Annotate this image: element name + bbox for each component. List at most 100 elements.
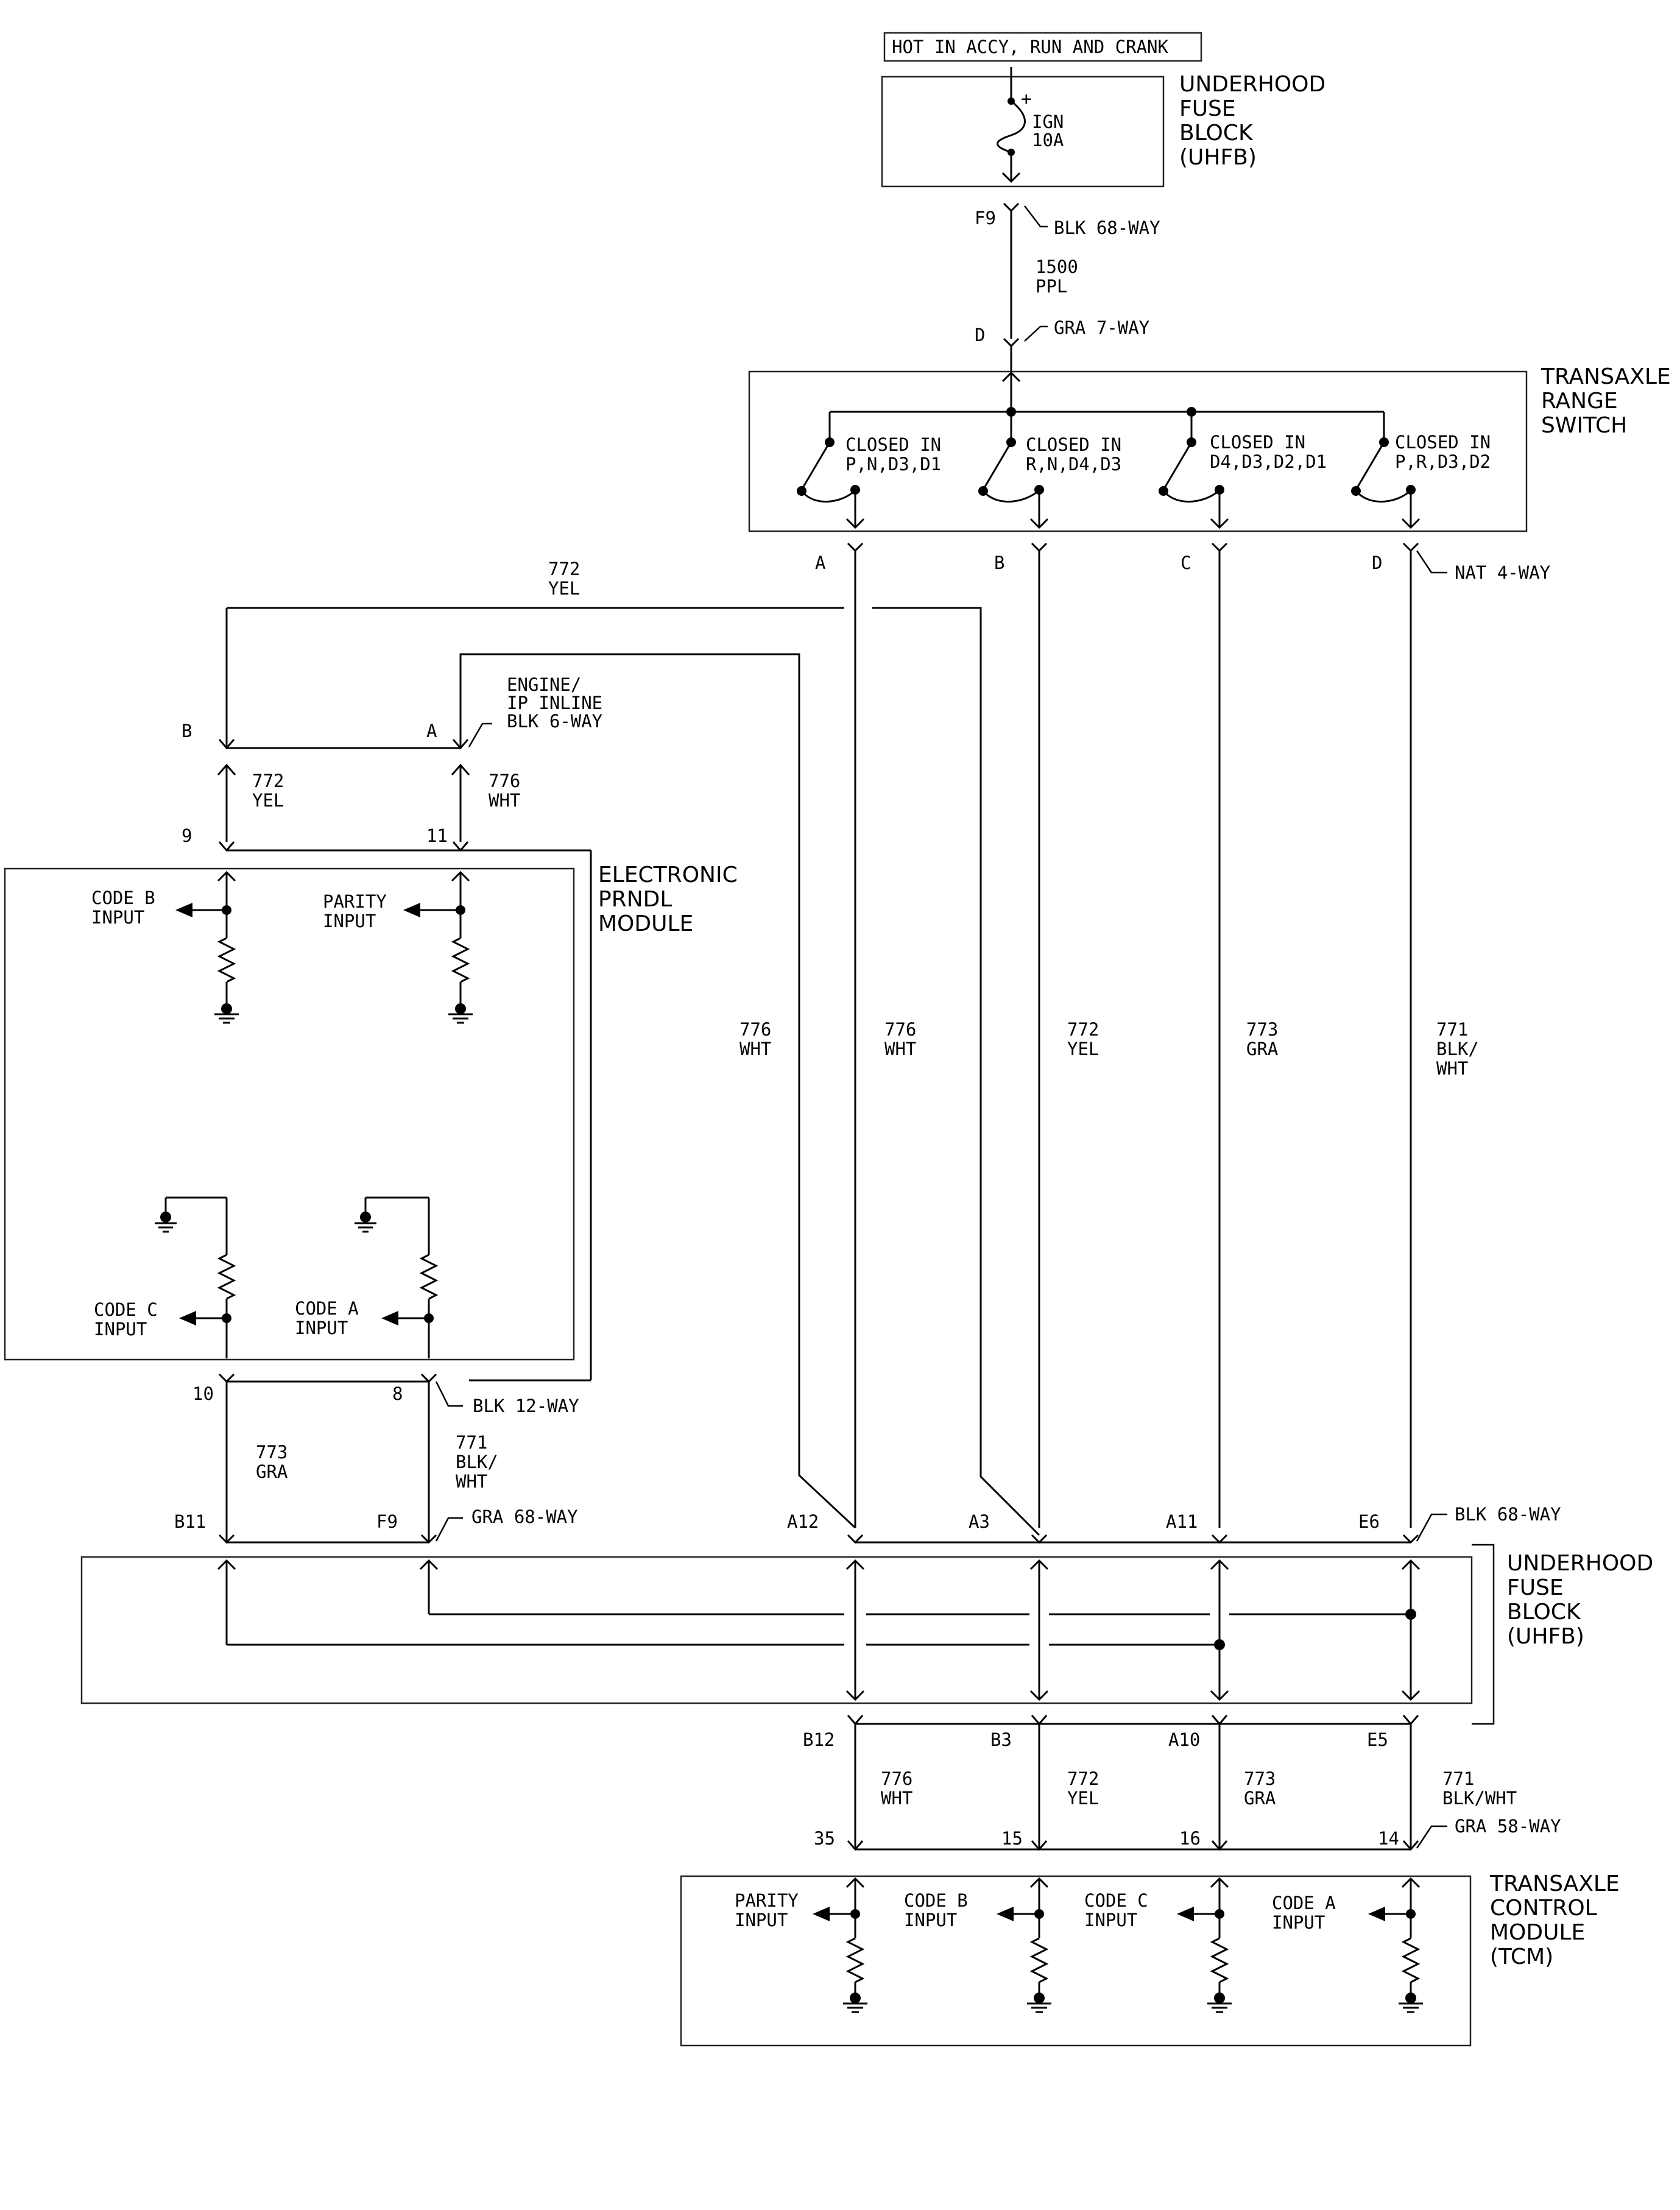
svg-text:INPUT: INPUT: [94, 1319, 147, 1340]
uhfb-out-pin-a10: A10: [1168, 1729, 1200, 1750]
trs-name: TRANSAXLE: [1541, 364, 1671, 389]
wire-771-low-label: 771: [456, 1432, 487, 1453]
svg-text:CONTROL: CONTROL: [1490, 1896, 1597, 1921]
svg-text:WHT: WHT: [881, 1788, 912, 1809]
svg-text:YEL: YEL: [548, 578, 580, 599]
prndl-pin-8: 8: [392, 1383, 403, 1404]
wire-772-mid-label: 772: [252, 771, 284, 791]
prndl-pin-10: 10: [192, 1383, 214, 1404]
riser-wires: 772 YEL 776 WHT 776 WHT 772 YEL 773 GRA …: [225, 551, 1479, 1536]
uhfb-out-pin-b3: B3: [990, 1729, 1012, 1750]
tcm-code-c-label: CODE C: [1084, 1890, 1148, 1911]
riser-label-776a: 776: [739, 1019, 771, 1040]
svg-text:BLK/: BLK/: [456, 1452, 498, 1472]
tcm-code-a-label: CODE A: [1272, 1893, 1336, 1913]
prndl-pin-9: 9: [182, 825, 192, 846]
svg-text:INPUT: INPUT: [1084, 1910, 1137, 1930]
wire-773-low-label: 773: [256, 1442, 288, 1463]
inline-pin-b: B: [182, 721, 192, 741]
tcm-parity-label: PARITY: [735, 1890, 799, 1911]
gra58-label: GRA 58-WAY: [1455, 1816, 1561, 1837]
uhfb-top-name: UNDERHOOD: [1179, 72, 1325, 97]
blk-68way-connector: A12 A3 A11 E6 BLK 68-WAY: [787, 1504, 1561, 1544]
tcm-pin-14: 14: [1378, 1828, 1399, 1849]
trs-pin-b: B: [994, 552, 1004, 573]
conn-d-label: GRA 7-WAY: [1054, 317, 1149, 338]
svg-text:BLK/: BLK/: [1436, 1039, 1479, 1059]
svg-text:GRA: GRA: [256, 1461, 288, 1482]
fuse-label: IGN: [1032, 111, 1064, 132]
svg-text:PRNDL: PRNDL: [598, 887, 672, 912]
svg-text:SWITCH: SWITCH: [1541, 413, 1627, 438]
tcm-wire-773-label: 773: [1244, 1768, 1276, 1789]
blk-12way-label: BLK 12-WAY: [473, 1396, 579, 1416]
switch-4-label: CLOSED IN: [1395, 432, 1491, 453]
svg-text:WHT: WHT: [739, 1039, 771, 1059]
svg-text:R,N,D4,D3: R,N,D4,D3: [1026, 454, 1121, 475]
hot-label: HOT IN ACCY, RUN AND CRANK: [883, 32, 1202, 62]
tcm-pin-35: 35: [814, 1828, 835, 1849]
wire-1500-label: 1500: [1036, 256, 1078, 277]
riser-label-776b: 776: [884, 1019, 916, 1040]
transaxle-range-switch: CLOSED IN P,N,D3,D1 CLOSED IN R,N,D4,D3 …: [748, 364, 1671, 532]
uhfb-bottom: UNDERHOOD FUSE BLOCK (UHFB): [80, 1544, 1653, 1725]
blk68-pin-a12: A12: [787, 1511, 819, 1532]
riser-label-771: 771: [1436, 1019, 1468, 1040]
svg-text:10A: 10A: [1032, 130, 1064, 150]
prndl-module: 9 11 CODE B INPUT PARITY INPUT: [4, 825, 738, 1416]
svg-text:FUSE: FUSE: [1179, 96, 1236, 121]
code-c-label: CODE C: [94, 1299, 158, 1320]
svg-text:P,R,D3,D2: P,R,D3,D2: [1395, 451, 1491, 472]
svg-text:INPUT: INPUT: [323, 911, 376, 931]
code-b-label: CODE B: [91, 888, 155, 908]
svg-text:BLOCK: BLOCK: [1179, 121, 1254, 146]
uhfb-top: + IGN 10A UNDERHOOD FUSE BLOCK (UHFB): [881, 67, 1325, 188]
inline-label: ENGINE/: [507, 674, 581, 695]
svg-text:BLK 6-WAY: BLK 6-WAY: [507, 711, 602, 732]
conn-f9-label: BLK 68-WAY: [1054, 217, 1160, 238]
svg-text:MODULE: MODULE: [1490, 1920, 1585, 1945]
svg-text:WHT: WHT: [1436, 1058, 1468, 1079]
svg-text:INPUT: INPUT: [904, 1910, 957, 1930]
inline-pin-a: A: [426, 721, 437, 741]
wire-772-top-label: 772: [548, 559, 580, 579]
switch-1-label: CLOSED IN: [845, 434, 941, 455]
svg-text:INPUT: INPUT: [91, 907, 144, 928]
tcm-wire-776-label: 776: [881, 1768, 912, 1789]
svg-text:FUSE: FUSE: [1507, 1575, 1564, 1600]
svg-text:BLOCK: BLOCK: [1507, 1600, 1581, 1625]
svg-text:(TCM): (TCM): [1490, 1944, 1553, 1969]
svg-text:YEL: YEL: [252, 790, 284, 811]
svg-text:YEL: YEL: [1067, 1039, 1099, 1059]
parity-label: PARITY: [323, 891, 387, 912]
svg-text:WHT: WHT: [489, 790, 520, 811]
uhfb-out-pin-b12: B12: [803, 1729, 835, 1750]
blk68-pin-a11: A11: [1166, 1511, 1198, 1532]
gra68-pin-b11: B11: [174, 1511, 206, 1532]
wire-776-mid-label: 776: [489, 771, 520, 791]
svg-text:BLK/WHT: BLK/WHT: [1442, 1788, 1517, 1809]
svg-text:WHT: WHT: [456, 1471, 487, 1492]
trs-pin-c: C: [1181, 552, 1191, 573]
svg-text:PPL: PPL: [1036, 276, 1067, 297]
prndl-pin-11: 11: [426, 825, 448, 846]
svg-text:D4,D3,D2,D1: D4,D3,D2,D1: [1210, 451, 1327, 472]
riser-label-773: 773: [1246, 1019, 1278, 1040]
conn-d-pin: D: [975, 325, 985, 345]
svg-text:RANGE: RANGE: [1541, 389, 1618, 414]
uhfb-out-pin-e5: E5: [1367, 1729, 1388, 1750]
blk68-pin-a3: A3: [969, 1511, 990, 1532]
riser-label-772: 772: [1067, 1019, 1099, 1040]
conn-f9-pin: F9: [975, 208, 996, 228]
svg-text:INPUT: INPUT: [735, 1910, 788, 1930]
switch-3-label: CLOSED IN: [1210, 432, 1305, 453]
engine-ip-inline: B A ENGINE/ IP INLINE BLK 6-WAY 772 YEL …: [182, 674, 602, 842]
prndl-name: ELECTRONIC: [598, 863, 738, 888]
uhfb-bottom-name: UNDERHOOD: [1507, 1551, 1653, 1576]
tcm-pin-15: 15: [1001, 1828, 1023, 1849]
blk68-pin-e6: E6: [1358, 1511, 1380, 1532]
svg-text:MODULE: MODULE: [598, 911, 693, 936]
svg-text:HOT IN ACCY, RUN AND CRANK: HOT IN ACCY, RUN AND CRANK: [892, 37, 1168, 57]
svg-text:WHT: WHT: [884, 1039, 916, 1059]
